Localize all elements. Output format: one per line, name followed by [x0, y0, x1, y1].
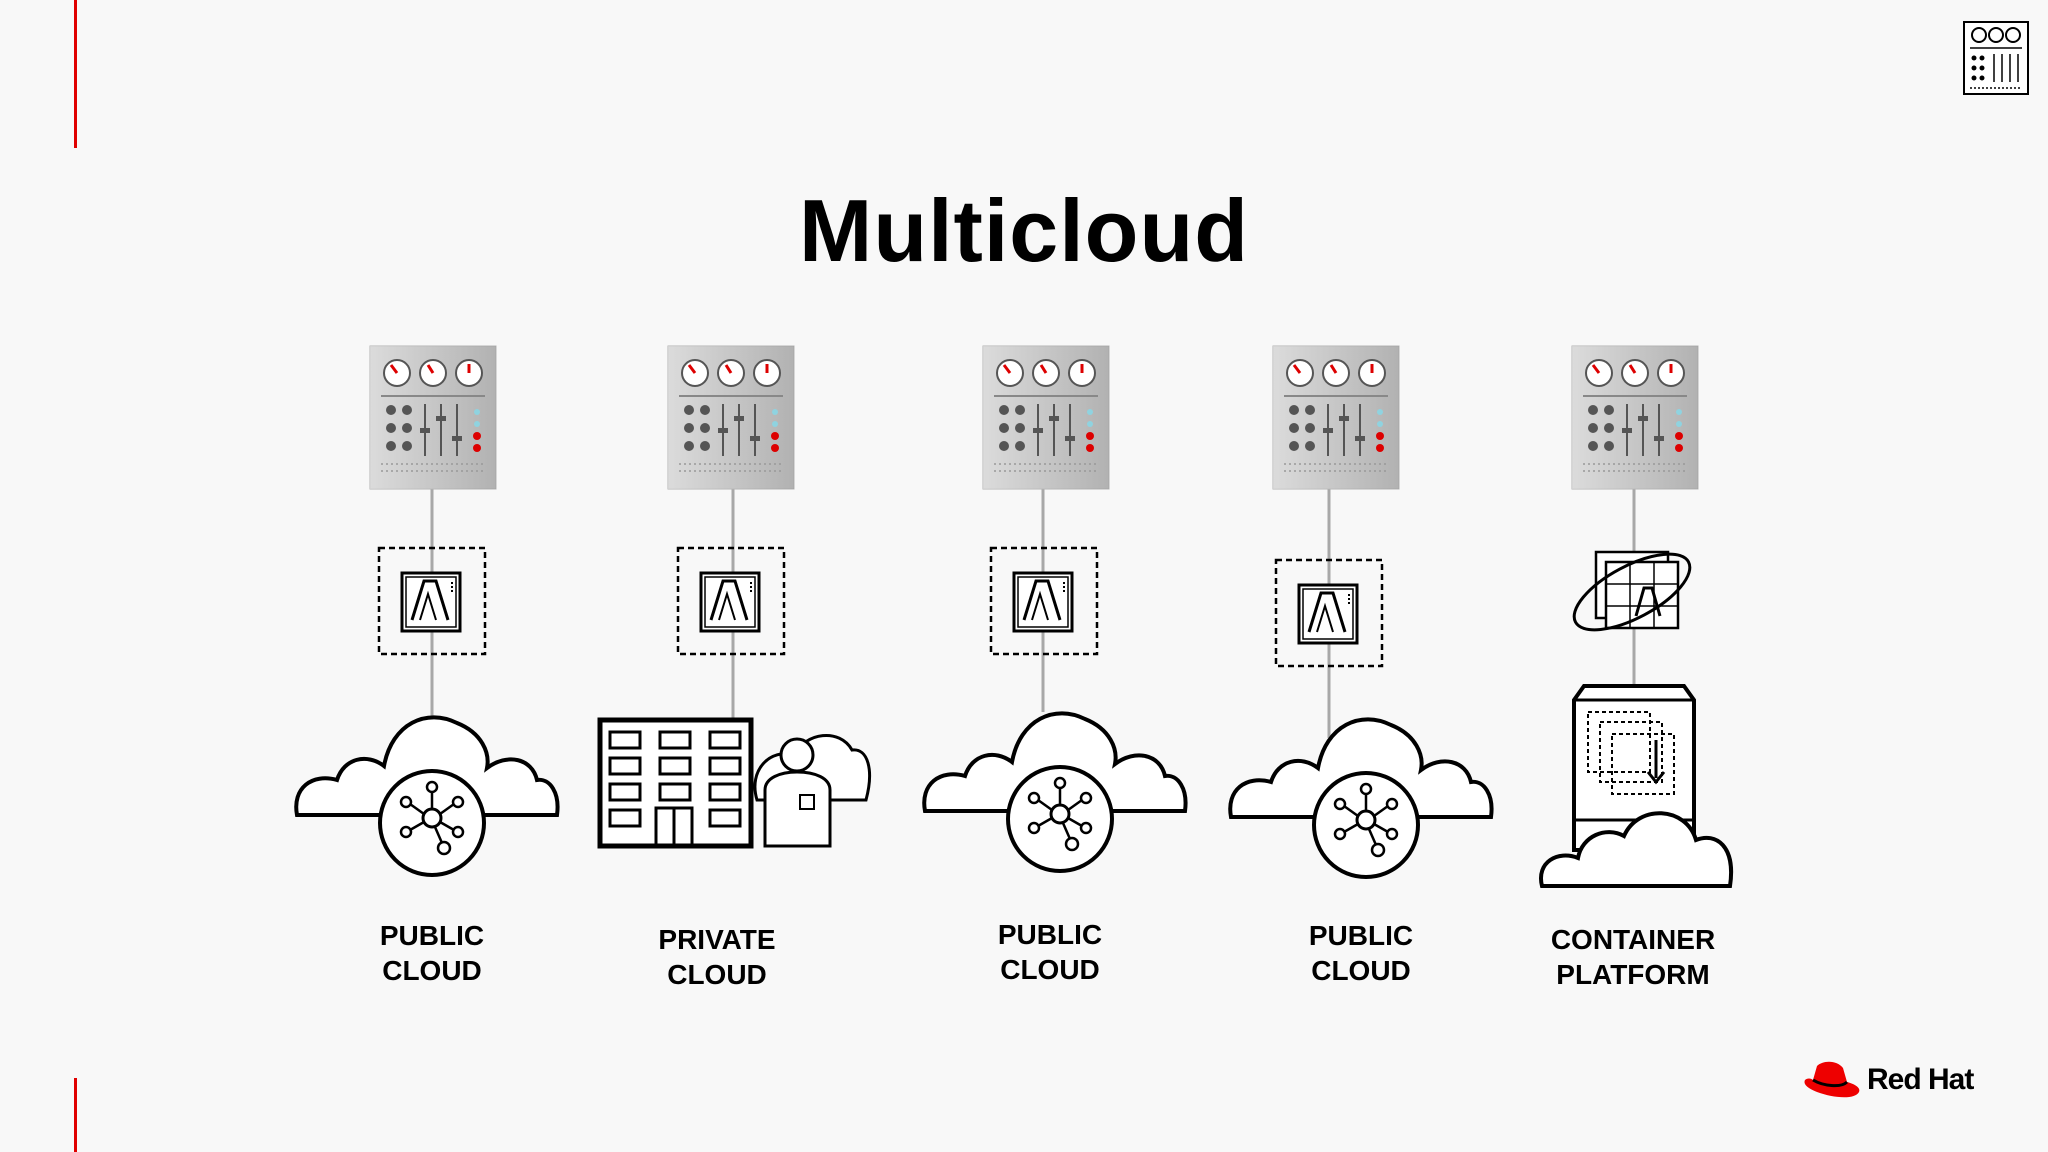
control-panel-icon [666, 344, 796, 491]
accent-line-top [74, 0, 77, 148]
application-icon [676, 546, 786, 656]
cloud-network-icon [922, 711, 1188, 873]
office-building-icon [597, 717, 754, 849]
control-panel-icon [1963, 21, 2029, 95]
red-hat-logo-icon [1804, 1061, 1860, 1098]
control-panel-icon [981, 344, 1111, 491]
container-icon [1539, 684, 1734, 888]
control-panel-icon [1570, 344, 1700, 491]
accent-line-bottom [74, 1078, 77, 1152]
brand-name: Red Hat [1867, 1063, 1974, 1096]
orbit-app-icon [1572, 550, 1692, 632]
control-panel-icon [1271, 344, 1401, 491]
cloud-network-icon [1228, 717, 1494, 879]
cloud-network-icon [294, 715, 560, 877]
person-icon [753, 734, 871, 848]
red-hat-brand: Red Hat [1803, 1058, 1974, 1102]
page-title: Multicloud [799, 181, 1249, 280]
control-panel-icon [368, 344, 498, 491]
